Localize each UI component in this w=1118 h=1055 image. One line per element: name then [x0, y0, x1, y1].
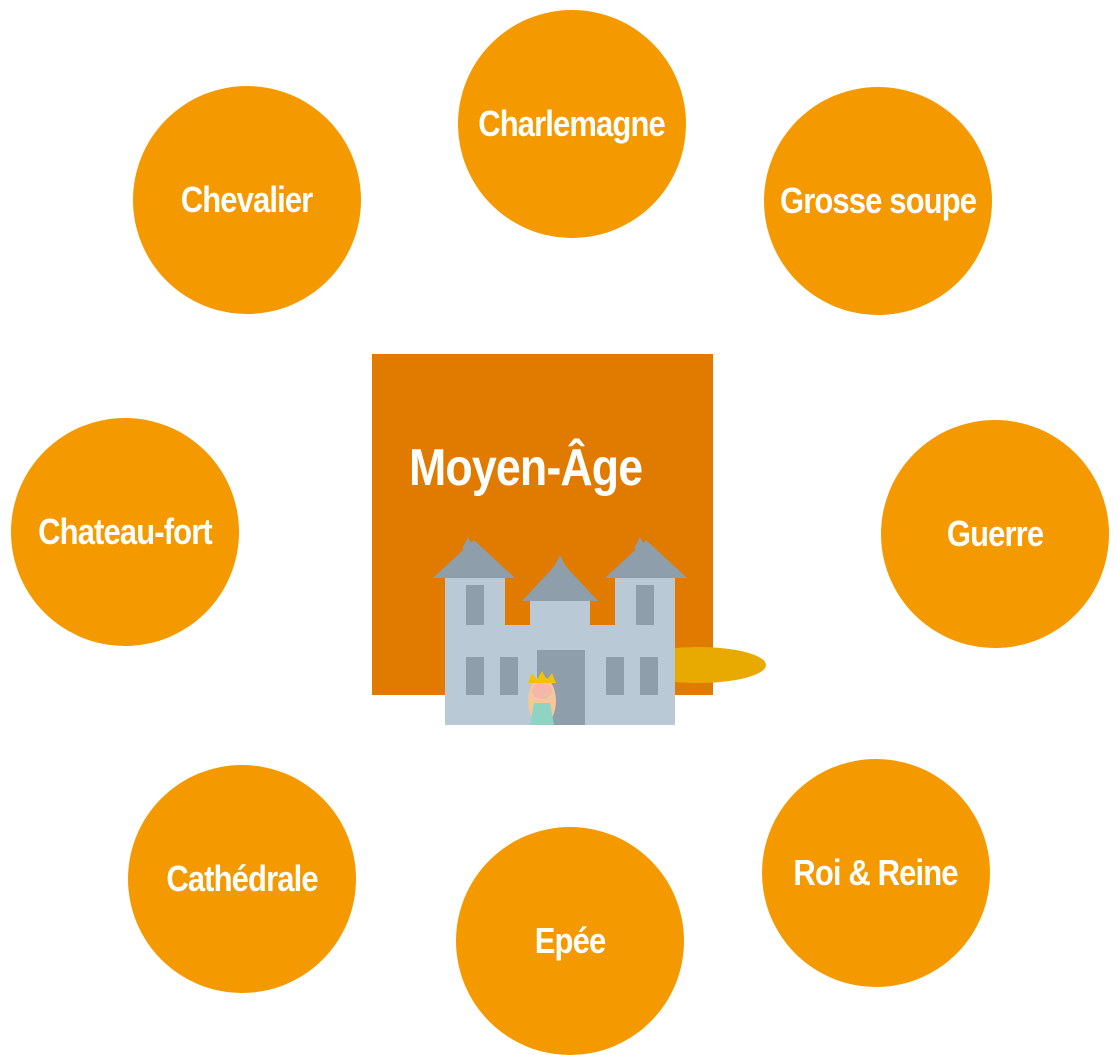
topic-roi-reine: Roi & Reine — [762, 759, 990, 987]
topic-label: Charlemagne — [478, 103, 667, 144]
topic-label: Guerre — [946, 513, 1044, 554]
topic-label: Grosse soupe — [779, 180, 977, 221]
topic-epee: Epée — [456, 827, 684, 1055]
central-topic-title: Moyen-Âge — [409, 439, 643, 497]
castle-with-princess-icon — [433, 537, 766, 725]
topic-cathedrale: Cathédrale — [128, 765, 356, 993]
topic-label: Chevalier — [181, 179, 314, 220]
topic-grosse-soupe: Grosse soupe — [764, 87, 992, 315]
princess-figure — [528, 671, 556, 725]
topic-label: Cathédrale — [166, 858, 318, 899]
topic-label: Epée — [534, 920, 606, 961]
topic-chevalier: Chevalier — [133, 86, 361, 314]
topic-label: Roi & Reine — [793, 852, 959, 893]
left-tower-roof — [433, 540, 515, 578]
topic-charlemagne: Charlemagne — [458, 10, 686, 238]
right-tower-roof — [605, 540, 687, 578]
middle-roof — [522, 560, 598, 601]
topic-guerre: Guerre — [881, 420, 1109, 648]
topic-chateau-fort: Chateau-fort — [11, 418, 239, 646]
topic-label: Chateau-fort — [38, 511, 213, 552]
